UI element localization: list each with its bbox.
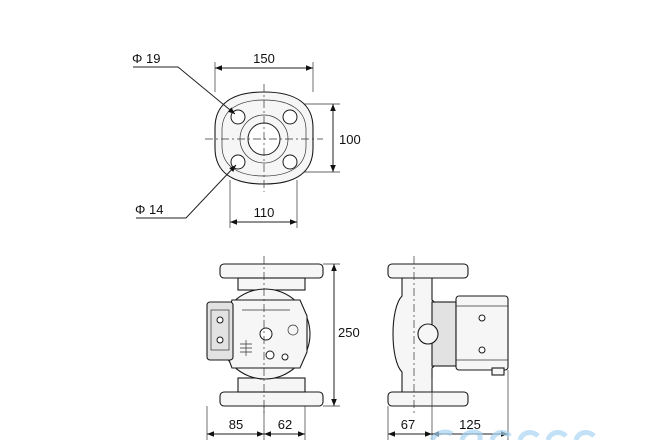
dim-label-62: 62 xyxy=(278,417,292,432)
bolt-hole xyxy=(282,154,298,170)
face-screw xyxy=(281,353,289,361)
bolt-hole-small xyxy=(230,154,246,170)
dim-label-110: 110 xyxy=(254,205,275,220)
front-bottom-flange xyxy=(219,391,324,407)
motor-screw xyxy=(478,346,486,354)
face-dial xyxy=(287,324,299,336)
bolt-hole xyxy=(282,109,298,125)
side-nozzle xyxy=(417,323,439,345)
dim-label-100: 100 xyxy=(339,132,361,147)
flange-inner-outline xyxy=(221,99,307,177)
leader-phi14 xyxy=(136,164,237,219)
cable-gland xyxy=(491,367,505,376)
top-view-flange: 150 100 110 Φ 19 Φ 14 xyxy=(132,51,361,228)
vent-screw xyxy=(259,327,273,341)
terminal-screw xyxy=(216,336,224,344)
side-motor-body xyxy=(455,295,509,371)
dim-label-85: 85 xyxy=(229,417,243,432)
terminal-screw xyxy=(216,316,224,324)
watermark-logo xyxy=(429,429,596,440)
face-screw xyxy=(265,350,275,360)
side-top-flange xyxy=(387,263,469,279)
dim-label-250: 250 xyxy=(338,325,360,340)
terminal-box xyxy=(206,301,234,361)
side-bottom-flange xyxy=(387,391,469,407)
dim-label-67: 67 xyxy=(401,417,415,432)
front-view-pump: 250 85 62 xyxy=(206,256,360,440)
motor-screw xyxy=(478,314,486,322)
speed-selector-marks xyxy=(240,340,252,356)
label-phi14: Φ 14 xyxy=(135,202,163,217)
label-phi19: Φ 19 xyxy=(132,51,160,66)
front-top-flange xyxy=(219,263,324,279)
dim-label-150: 150 xyxy=(253,51,275,66)
terminal-box-inner xyxy=(210,309,230,351)
side-view-pump: 67 125 xyxy=(387,256,509,440)
leader-phi19 xyxy=(133,66,236,115)
dim-label-125: 125 xyxy=(459,417,481,432)
front-bottom-neck xyxy=(237,377,306,393)
front-top-neck xyxy=(237,277,306,291)
